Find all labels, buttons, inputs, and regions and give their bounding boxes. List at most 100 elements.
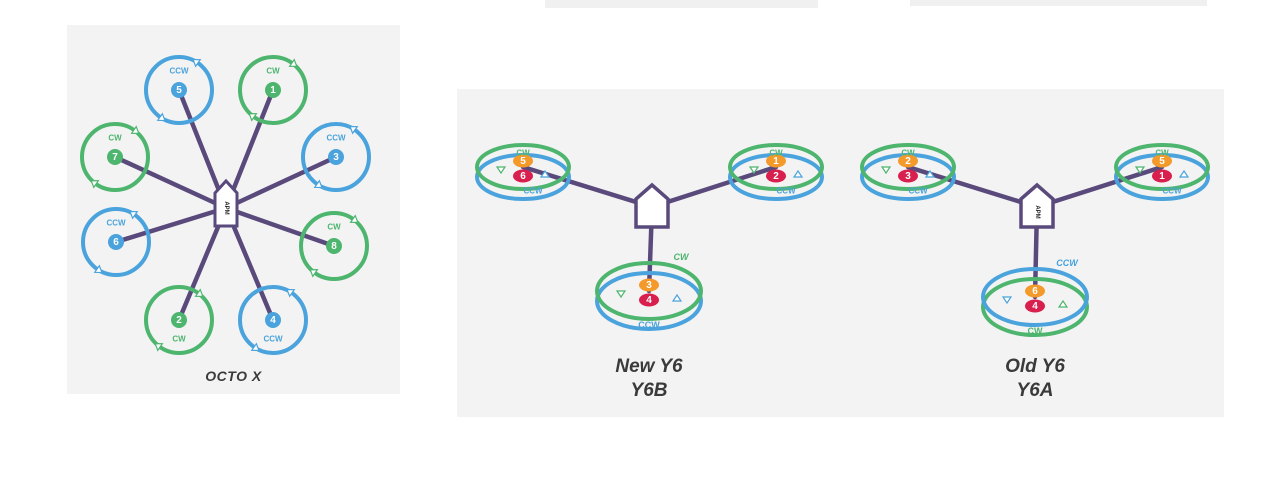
motor-hub bbox=[108, 234, 124, 250]
top-strip-left bbox=[545, 0, 818, 8]
octo-arm bbox=[113, 205, 229, 245]
upper-motor-number: 2 bbox=[905, 156, 911, 167]
lower-direction-label: CW bbox=[1028, 326, 1043, 336]
motor-direction-label: CW bbox=[108, 134, 122, 143]
lower-direction-label: CCW bbox=[776, 187, 796, 196]
rotation-arrow-icon bbox=[495, 166, 507, 175]
upper-direction-label: CW bbox=[769, 149, 783, 158]
lower-motor-number: 4 bbox=[1032, 301, 1038, 312]
octo-apm-body: APM bbox=[213, 178, 239, 228]
lower-direction-label: CCW bbox=[638, 320, 660, 330]
y6a-rotor-2-3: 2 3 CW CCW bbox=[860, 143, 956, 201]
y6a-caption-line1: Old Y6 bbox=[1005, 356, 1065, 377]
upper-prop-ring bbox=[475, 143, 571, 191]
motor-hub bbox=[107, 149, 123, 165]
upper-direction-label: CW bbox=[674, 252, 690, 262]
rotation-arrow-icon bbox=[192, 58, 202, 68]
motor-number: 7 bbox=[112, 152, 118, 163]
flight-controller-body bbox=[1019, 182, 1055, 229]
motor-hub bbox=[171, 82, 187, 98]
rotation-arrow-icon bbox=[1134, 166, 1146, 175]
octo-x-caption: OCTO X bbox=[205, 368, 262, 384]
y6b-rotor-1-2: 1 2 CW CCW bbox=[728, 143, 824, 201]
y6-diagrams: 56CWCCW12CWCCW34CWCCW23CWCCW51CWCCW64CCW… bbox=[475, 143, 1210, 337]
upper-direction-label: CW bbox=[901, 149, 915, 158]
upper-motor-badge bbox=[898, 154, 918, 168]
rotation-arrow-icon bbox=[313, 179, 323, 189]
motor-ring bbox=[238, 285, 308, 355]
rotation-arrow-icon bbox=[154, 342, 164, 352]
rotation-arrow-icon bbox=[1001, 296, 1013, 305]
motor-direction-label: CCW bbox=[263, 335, 283, 344]
upper-direction-label: CW bbox=[516, 149, 530, 158]
octo-motor-1: 1 CW bbox=[238, 55, 308, 125]
y6a-caption-line2: Y6A bbox=[1016, 380, 1054, 401]
motor-direction-label: CW bbox=[172, 335, 186, 344]
rotation-arrow-icon bbox=[349, 125, 359, 135]
octo-arm bbox=[112, 154, 229, 211]
upper-prop-ring bbox=[1114, 143, 1210, 191]
upper-motor-number: 3 bbox=[646, 280, 652, 291]
apm-label: APM bbox=[223, 201, 229, 214]
octo-motor-8: 8CW bbox=[299, 211, 369, 281]
motor-direction-label: CW bbox=[266, 67, 280, 76]
y6b-caption-line1: New Y6 bbox=[615, 356, 683, 377]
rotation-arrow-icon bbox=[248, 112, 258, 122]
apm-label: APM bbox=[1034, 205, 1040, 218]
y6b-caption: New Y6 Y6B bbox=[549, 355, 749, 403]
lower-prop-ring bbox=[595, 271, 703, 331]
upper-motor-number: 1 bbox=[773, 156, 779, 167]
upper-motor-number: 5 bbox=[520, 156, 526, 167]
upper-motor-badge bbox=[766, 154, 786, 168]
rotation-arrow-icon bbox=[671, 293, 683, 302]
rotation-arrow-icon bbox=[288, 58, 298, 68]
lower-motor-badge bbox=[1152, 169, 1172, 183]
motor-number: 2 bbox=[176, 315, 182, 326]
upper-prop-ring bbox=[728, 143, 824, 191]
lower-motor-badge bbox=[1025, 299, 1045, 313]
motor-number: 5 bbox=[176, 85, 182, 96]
upper-motor-badge bbox=[1152, 154, 1172, 168]
rotation-arrow-icon bbox=[130, 125, 140, 135]
rotation-arrow-icon bbox=[309, 268, 319, 278]
lower-motor-badge bbox=[898, 169, 918, 183]
motor-hub bbox=[326, 238, 342, 254]
upper-prop-ring bbox=[595, 261, 703, 321]
motor-ring bbox=[301, 122, 371, 192]
motor-hub bbox=[265, 82, 281, 98]
rotation-arrow-icon bbox=[250, 342, 260, 352]
motor-number: 3 bbox=[333, 152, 339, 163]
motor-direction-label: CCW bbox=[106, 219, 126, 228]
lower-direction-label: CCW bbox=[1162, 187, 1182, 196]
lower-motor-number: 6 bbox=[520, 171, 526, 182]
motor-hub bbox=[328, 149, 344, 165]
y6a-arm bbox=[1034, 164, 1165, 210]
lower-direction-label: CCW bbox=[523, 187, 543, 196]
upper-prop-ring bbox=[860, 143, 956, 191]
motor-number: 1 bbox=[270, 85, 276, 96]
upper-motor-badge bbox=[639, 278, 659, 292]
lower-motor-number: 3 bbox=[905, 171, 911, 182]
upper-motor-badge bbox=[1025, 284, 1045, 298]
motor-hub bbox=[265, 312, 281, 328]
rotation-arrow-icon bbox=[1057, 299, 1069, 308]
motor-ring bbox=[144, 285, 214, 355]
rotation-arrow-icon bbox=[924, 169, 936, 178]
y6b-arm bbox=[649, 164, 779, 210]
octo-motor-7: 7 CW bbox=[80, 122, 150, 192]
motor-direction-label: CW bbox=[327, 223, 341, 232]
lower-motor-number: 2 bbox=[773, 171, 779, 182]
motor-direction-label: CCW bbox=[169, 67, 189, 76]
lower-direction-label: CCW bbox=[908, 187, 928, 196]
rotation-arrow-icon bbox=[90, 179, 100, 189]
rotation-arrow-icon bbox=[349, 214, 359, 224]
motor-hub bbox=[171, 312, 187, 328]
apm-board bbox=[213, 178, 239, 228]
octo-arm bbox=[223, 205, 337, 249]
rotation-arrow-icon bbox=[194, 288, 204, 298]
